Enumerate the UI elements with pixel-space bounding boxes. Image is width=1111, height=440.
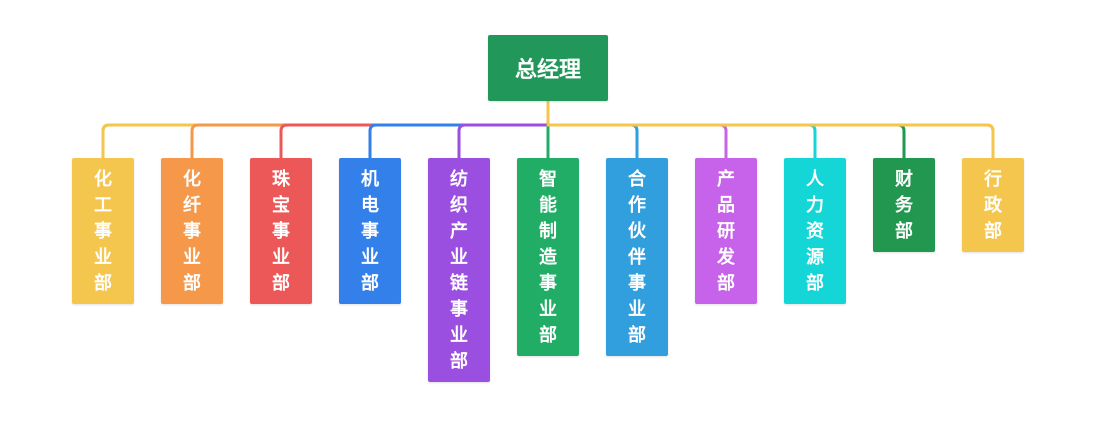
department-label: 合作伙伴事业部 (628, 169, 646, 346)
branch-line-4 (368, 123, 550, 160)
department-node-10[interactable]: 财务部 (873, 158, 935, 252)
department-node-11[interactable]: 行政部 (962, 158, 1024, 252)
department-label: 化工事业部 (94, 169, 112, 294)
department-label: 产品研发部 (717, 169, 735, 294)
department-label: 智能制造事业部 (539, 169, 557, 346)
bus-left-end (101, 123, 192, 133)
root-node-general-manager[interactable]: 总经理 (488, 35, 608, 101)
department-node-8[interactable]: 产品研发部 (695, 158, 757, 304)
department-label: 化纤事业部 (183, 169, 201, 294)
branch-line-9 (546, 123, 817, 160)
branch-line-5 (457, 123, 550, 160)
bus-right-span (637, 123, 995, 133)
branch-line-11 (546, 123, 995, 160)
department-label: 行政部 (984, 169, 1002, 242)
department-label: 珠宝事业部 (272, 169, 290, 294)
department-node-9[interactable]: 人力资源部 (784, 158, 846, 304)
department-node-4[interactable]: 机电事业部 (339, 158, 401, 304)
department-node-6[interactable]: 智能制造事业部 (517, 158, 579, 356)
department-node-2[interactable]: 化纤事业部 (161, 158, 223, 304)
department-node-3[interactable]: 珠宝事业部 (250, 158, 312, 304)
branch-line-7 (546, 123, 639, 160)
department-label: 财务部 (895, 169, 913, 242)
department-label: 人力资源部 (806, 169, 824, 294)
department-label: 机电事业部 (361, 169, 379, 294)
department-node-5[interactable]: 纺织产业链事业部 (428, 158, 490, 382)
root-node-label: 总经理 (514, 58, 581, 83)
branch-line-2 (190, 123, 550, 160)
department-node-1[interactable]: 化工事业部 (72, 158, 134, 304)
department-label: 纺织产业链事业部 (450, 169, 468, 372)
branch-line-3 (279, 123, 550, 160)
department-node-7[interactable]: 合作伙伴事业部 (606, 158, 668, 356)
branch-line-1 (101, 123, 550, 160)
